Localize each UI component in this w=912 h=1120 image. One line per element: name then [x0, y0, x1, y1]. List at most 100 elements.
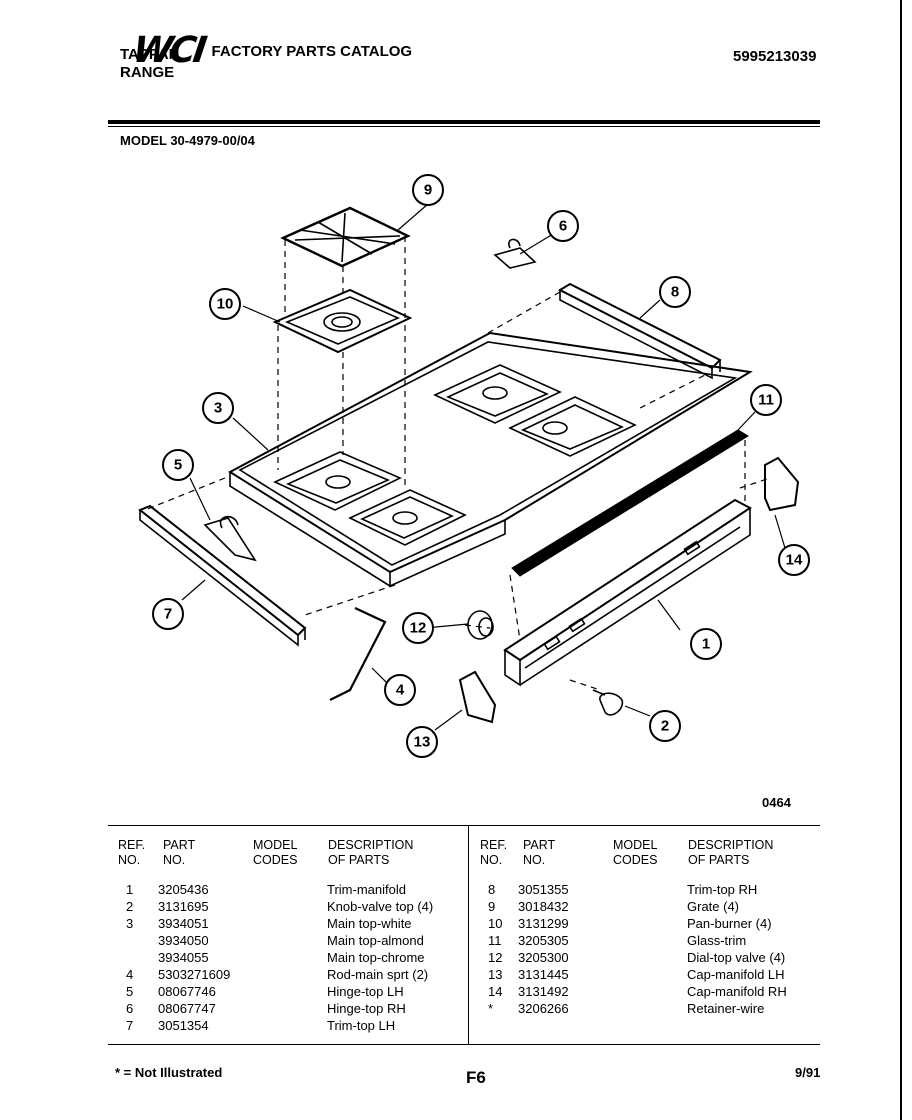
table-row: 3 3934051 Main top-white — [108, 915, 468, 932]
callout-5: 5 — [162, 449, 194, 481]
header-rule — [108, 120, 820, 124]
description-cell: Rod-main sprt (2) — [327, 967, 429, 982]
part-number-cell: 3206266 — [518, 1001, 569, 1016]
callout-labels: 9 6 8 10 3 11 5 14 7 12 1 4 2 13 — [152, 174, 810, 758]
svg-text:5: 5 — [174, 457, 182, 474]
part-number-cell: 5303271609 — [158, 967, 231, 982]
callout-1: 1 — [690, 628, 722, 660]
svg-text:8: 8 — [671, 284, 679, 301]
cap-manifold-rh-part — [764, 456, 800, 512]
ref-cell: 6 — [126, 1001, 134, 1016]
svg-text:12: 12 — [410, 620, 427, 637]
ref-cell: 12 — [488, 950, 503, 965]
drawing-code: 0464 — [762, 795, 791, 810]
description-cell: Dial-top valve (4) — [687, 950, 786, 965]
ref-cell: 7 — [126, 1018, 134, 1033]
part-number-cell: 3131299 — [518, 916, 569, 931]
callout-10: 10 — [209, 288, 241, 320]
ref-cell: 1 — [126, 882, 134, 897]
callout-6: 6 — [547, 210, 579, 242]
grate-part — [280, 206, 411, 268]
header-rule-thin — [108, 126, 820, 127]
ref-cell: 9 — [488, 899, 496, 914]
leader-lines — [181, 203, 786, 731]
table-row: 12 3205300 Dial-top valve (4) — [468, 949, 820, 966]
description-cell: Main top-white — [327, 916, 412, 931]
part-number-cell: 3934051 — [158, 916, 209, 931]
part-number-cell: 3051355 — [518, 882, 569, 897]
glass-trim-part — [511, 429, 749, 577]
table-row: 3934050 Main top-almond — [108, 932, 468, 949]
description-cell: Grate (4) — [687, 899, 740, 914]
part-number-cell: 3018432 — [518, 899, 569, 914]
trim-top-lh-part — [138, 504, 307, 647]
part-number-cell: 3051354 — [158, 1018, 209, 1033]
part-number-cell: 3934055 — [158, 950, 209, 965]
catalog-number: 5995213039 — [733, 48, 817, 65]
svg-text:2: 2 — [661, 718, 669, 735]
table-row: 1 3205436 Trim-manifold — [108, 881, 468, 898]
callout-11: 11 — [750, 384, 782, 416]
rod-main-support-part — [329, 607, 387, 701]
svg-text:10: 10 — [217, 296, 234, 313]
callout-9: 9 — [412, 174, 444, 206]
ref-cell: 10 — [488, 916, 503, 931]
description-cell: Hinge-top LH — [327, 984, 404, 999]
callout-12: 12 — [402, 612, 434, 644]
ref-cell: 2 — [126, 899, 134, 914]
svg-text:11: 11 — [758, 392, 774, 409]
description-cell: Cap-manifold RH — [687, 984, 787, 999]
table-row: 7 3051354 Trim-top LH — [108, 1017, 468, 1034]
svg-text:4: 4 — [396, 682, 405, 699]
description-cell: Pan-burner (4) — [687, 916, 772, 931]
part-number-cell: 3205436 — [158, 882, 209, 897]
hinge-top-rh-part — [493, 238, 537, 269]
description-cell: Cap-manifold LH — [687, 967, 785, 982]
part-number-cell: 08067747 — [158, 1001, 216, 1016]
ref-cell: * — [488, 1001, 494, 1016]
description-cell: Hinge-top RH — [327, 1001, 406, 1016]
part-number-cell: 3131695 — [158, 899, 209, 914]
main-top-part — [228, 331, 753, 588]
product-type: RANGE — [120, 64, 175, 81]
description-cell: Main top-almond — [327, 933, 424, 948]
ref-cell: 5 — [126, 984, 134, 999]
callout-8: 8 — [659, 276, 691, 308]
svg-text:7: 7 — [164, 606, 172, 623]
description-cell: Trim-top RH — [687, 882, 758, 897]
table-row: 9 3018432 Grate (4) — [468, 898, 820, 915]
ref-cell: 3 — [126, 916, 134, 931]
description-cell: Trim-top LH — [327, 1018, 396, 1033]
description-cell: Trim-manifold — [327, 882, 406, 897]
svg-text:1: 1 — [702, 636, 710, 653]
cap-manifold-lh-part — [458, 670, 497, 724]
svg-text:3: 3 — [214, 400, 222, 417]
ref-cell: 14 — [488, 984, 503, 999]
svg-text:6: 6 — [559, 218, 567, 235]
part-number-cell: 3205300 — [518, 950, 569, 965]
catalog-header: WCI FACTORY PARTS CATALOG — [130, 30, 412, 71]
header-ref-right: REF.NO. — [480, 838, 508, 867]
parts-list-left: 1 3205436 Trim-manifold 2 3131695 Knob-valve … — [108, 881, 468, 1034]
description-cell: Knob-valve top (4) — [327, 899, 434, 914]
part-number-cell: 3934050 — [158, 933, 209, 948]
callout-14: 14 — [778, 544, 810, 576]
manifold-trim-part — [503, 498, 752, 687]
part-number-cell: 3131492 — [518, 984, 569, 999]
callout-3: 3 — [202, 392, 234, 424]
dial-top-valve-part — [467, 610, 494, 640]
wci-logo: WCI — [130, 30, 207, 71]
callout-7: 7 — [152, 598, 184, 630]
brand-name: TAPPAN — [120, 46, 180, 63]
exploded-parts-diagram: 9 6 8 10 3 11 5 14 7 12 1 4 2 13 — [138, 174, 810, 758]
model-number: MODEL 30-4979-00/04 — [120, 133, 255, 148]
